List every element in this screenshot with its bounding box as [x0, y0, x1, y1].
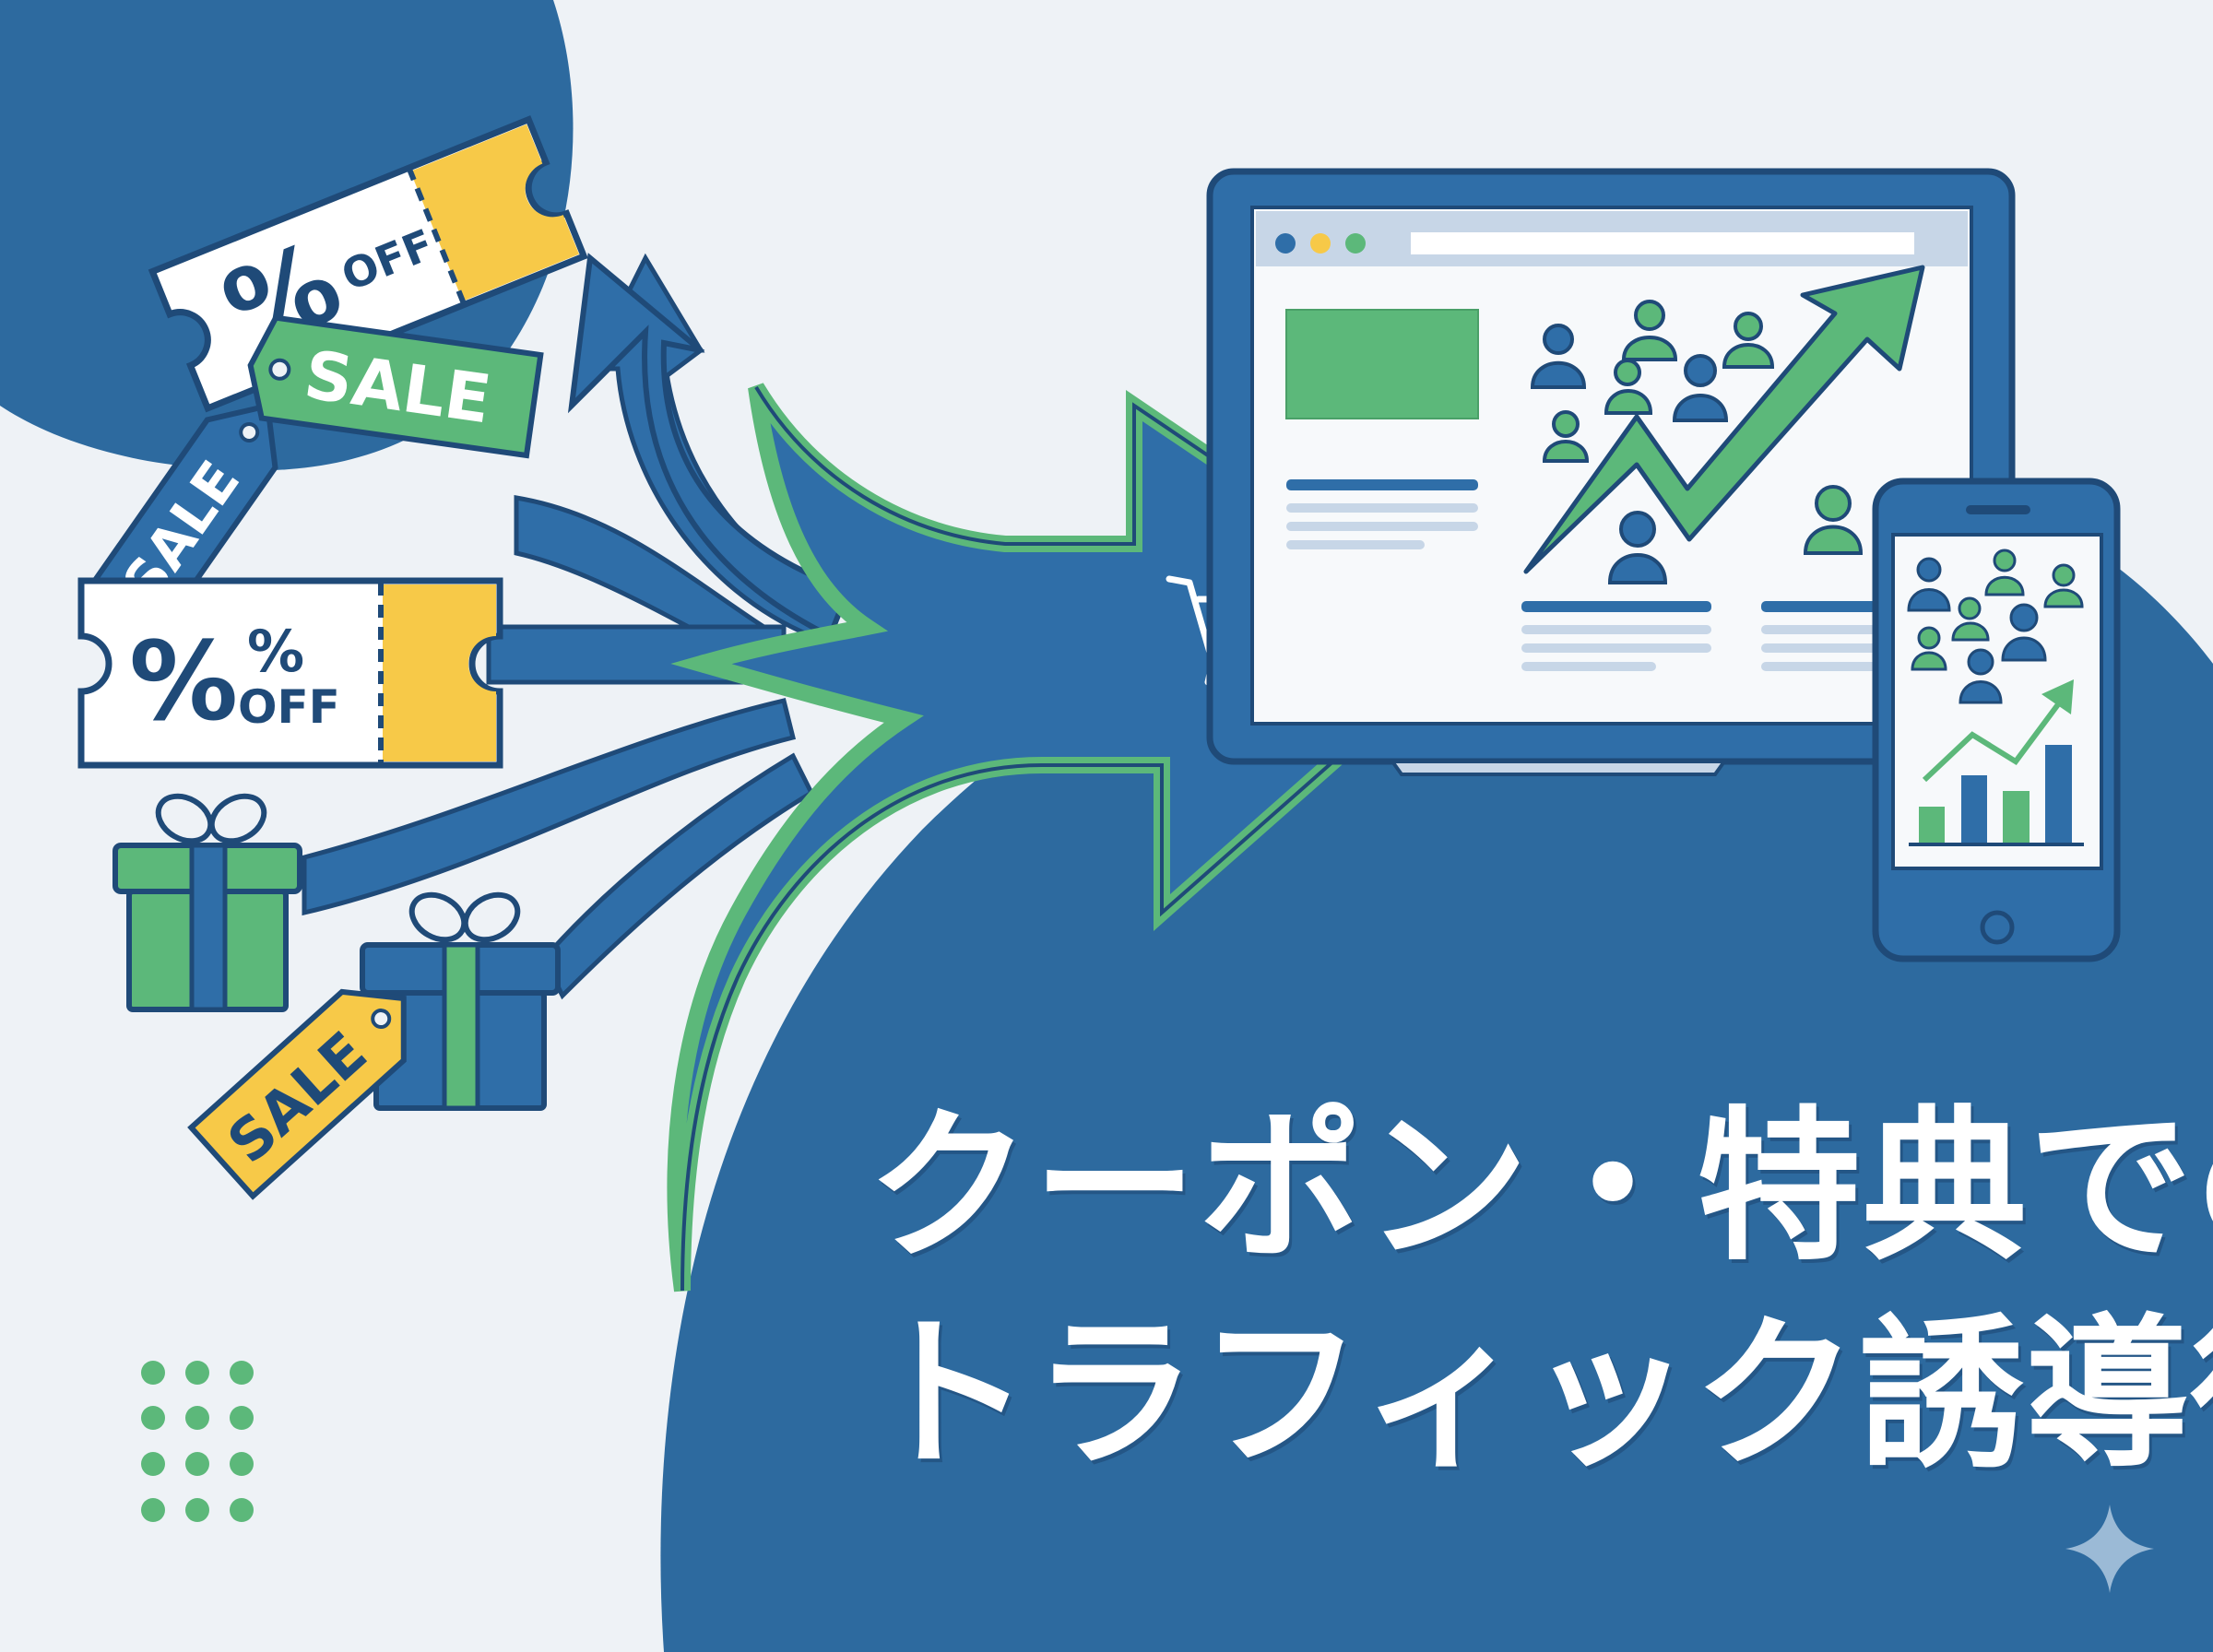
off-label: OFF: [238, 680, 340, 734]
user-group: [1530, 300, 1864, 584]
user-icon: [2043, 563, 2084, 608]
upward-arrow: [567, 253, 852, 641]
coupon-ticket-1: % OFF: [148, 115, 588, 413]
percent-sign: %: [129, 618, 238, 745]
user-icon: [1951, 596, 1990, 642]
user-icon: [1959, 648, 2003, 704]
user-icon: [1911, 626, 1947, 671]
trend-up-arrow-icon: [1523, 265, 1925, 574]
user-icon: [1803, 485, 1864, 555]
smartphone-icon: [1872, 478, 2121, 962]
coupon-ticket-2: % % OFF: [77, 577, 503, 769]
page-title: クーポン・特典での トラフィック誘導術: [867, 1083, 2213, 1498]
svg-text:%: %: [247, 618, 304, 685]
sparkle-icon: [2065, 1504, 2154, 1593]
user-icon: [1722, 312, 1775, 369]
decorative-dot-grid: [141, 1361, 254, 1522]
gift-icon: [112, 793, 302, 1012]
user-icon: [1621, 300, 1678, 361]
background-blob-bottom-right: [660, 516, 2213, 1652]
sale-tag-green: SALE: [247, 314, 544, 459]
user-icon: [1607, 511, 1668, 584]
title-line-1: クーポン・特典での: [867, 1092, 2213, 1282]
user-icon: [2001, 603, 2047, 662]
title-line-2: トラフィック誘導術: [867, 1299, 2213, 1490]
user-icon: [1542, 410, 1590, 463]
user-icon: [1604, 359, 1653, 415]
user-icon: [1907, 557, 1951, 612]
laptop-icon: [1206, 168, 2016, 776]
user-icon: [1672, 354, 1729, 422]
user-icon: [1984, 549, 2025, 596]
user-icon: [1530, 324, 1587, 389]
gift-icon: [360, 891, 561, 1111]
phone-bar-chart: [1909, 679, 2084, 846]
